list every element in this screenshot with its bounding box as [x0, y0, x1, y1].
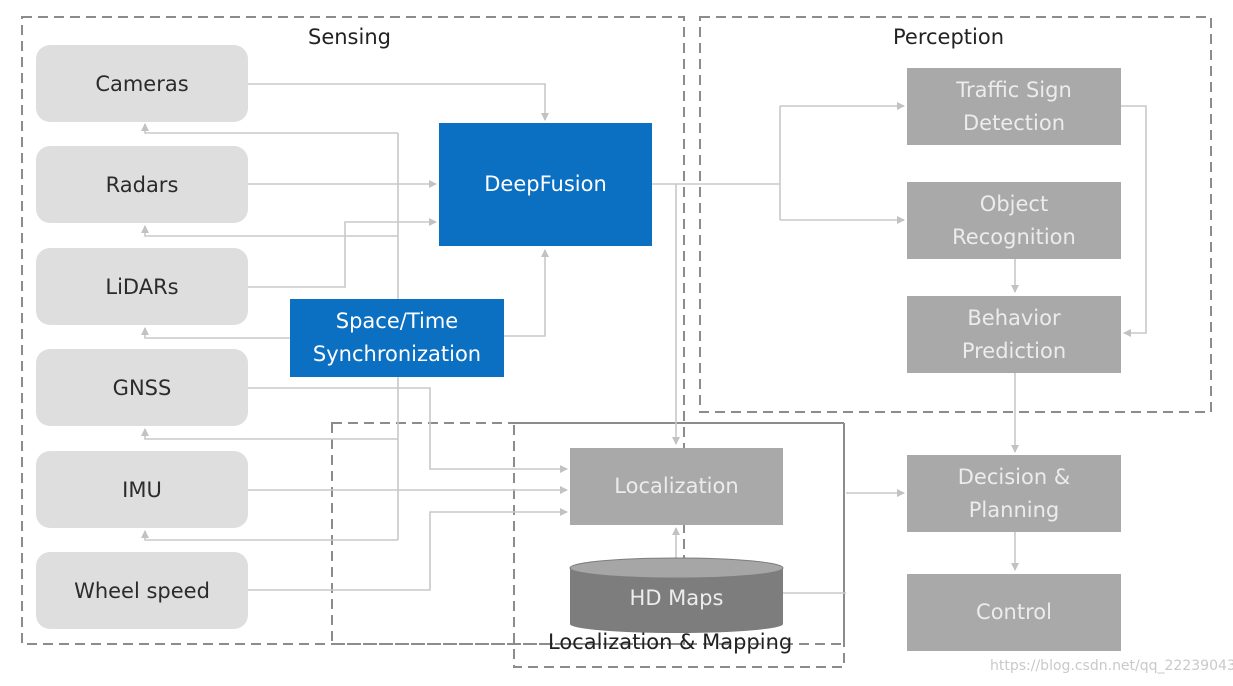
wheel-speed-node: Wheel speed	[36, 552, 248, 629]
behavior-prediction-node: Behavior Prediction	[907, 296, 1121, 373]
localization-label: Localization	[614, 474, 739, 498]
sync-label-line2: Synchronization	[312, 342, 482, 366]
localization-node: Localization	[570, 448, 783, 525]
sync-to-wheel	[141, 530, 398, 541]
object-recognition-node: Object Recognition	[907, 182, 1121, 259]
traffic-sign-detection-node: Traffic Sign Detection	[907, 68, 1121, 145]
lidars-node: LiDARs	[36, 248, 248, 325]
lidars-to-deepfusion	[248, 218, 437, 288]
gnss-to-localization	[248, 387, 568, 473]
sensing-group-title: Sensing	[308, 25, 391, 49]
sync-label-line1: Space/Time	[335, 309, 459, 333]
object-label-line1: Object	[979, 191, 1049, 216]
hd-maps-label: HD Maps	[629, 586, 724, 610]
deepfusion-label: DeepFusion	[484, 172, 607, 196]
decision-planning-node: Decision & Planning	[907, 455, 1121, 532]
sync-to-lidars	[141, 327, 290, 339]
decision-label-line2: Planning	[968, 497, 1060, 522]
control-node: Control	[907, 574, 1121, 651]
deepfusion-node: DeepFusion	[439, 123, 652, 246]
object-label-line2: Recognition	[952, 224, 1076, 249]
localization-mapping-group-title: Localization & Mapping	[548, 630, 793, 654]
imu-node: IMU	[36, 451, 248, 528]
perception-group-border	[699, 16, 1212, 413]
gnss-node: GNSS	[36, 349, 248, 426]
hd-maps-cylinder	[569, 557, 784, 633]
sync-to-deepfusion	[504, 249, 549, 337]
sync-to-cameras	[141, 123, 398, 134]
decision-label-line1: Decision &	[957, 464, 1071, 489]
watermark-text: https://blog.csdn.net/qq_22239043	[990, 658, 1233, 674]
traffic-label-line2: Detection	[962, 110, 1066, 135]
sync-to-radars	[141, 225, 398, 237]
space-time-sync-node: Space/Time Synchronization	[290, 299, 504, 377]
behavior-label-line1: Behavior	[967, 305, 1061, 330]
cameras-to-deepfusion	[248, 83, 549, 121]
localization-mapping-group-border	[513, 422, 845, 668]
wheel-to-localization	[248, 508, 568, 591]
control-label: Control	[976, 600, 1052, 624]
cameras-node: Cameras	[36, 45, 248, 122]
behavior-label-line2: Prediction	[961, 338, 1067, 363]
perception-group-title: Perception	[893, 25, 1005, 49]
radars-node: Radars	[36, 146, 248, 223]
sync-to-gnss	[141, 428, 398, 440]
traffic-label-line1: Traffic Sign	[956, 77, 1072, 102]
traffic-to-behavior	[1121, 105, 1147, 337]
